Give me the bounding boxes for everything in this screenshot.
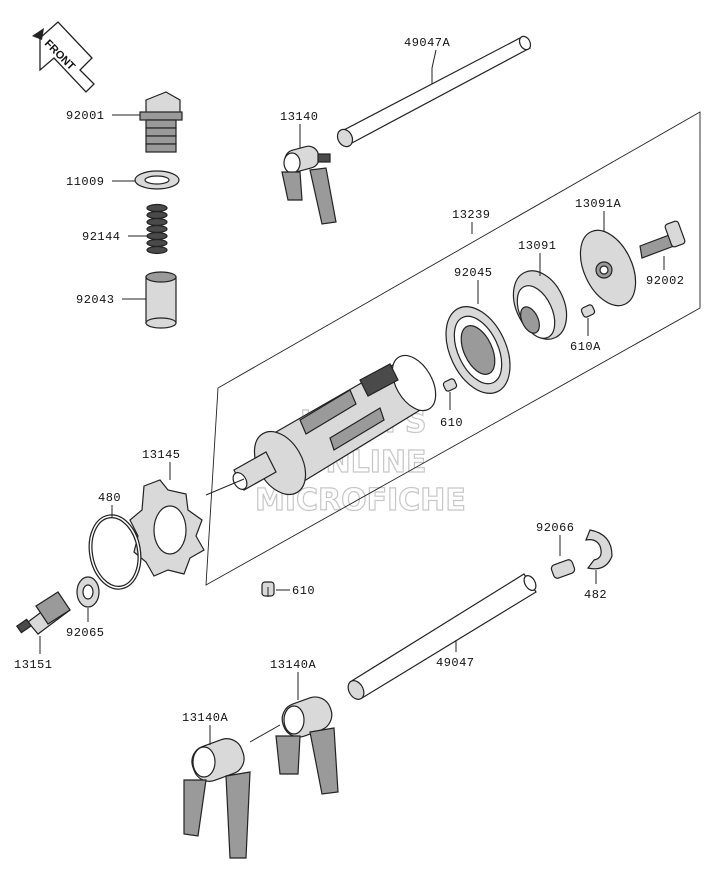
part-92066-collar (550, 559, 576, 579)
part-482-e-clip (585, 529, 613, 570)
part-92001-plug-bolt (139, 91, 183, 153)
label-49047: 49047 (436, 656, 475, 670)
label-92043: 92043 (76, 293, 115, 307)
label-92002: 92002 (646, 274, 685, 288)
label-13140A-lower: 13140A (182, 711, 229, 725)
label-92144: 92144 (82, 230, 121, 244)
part-610A-pin (580, 304, 596, 318)
label-480: 480 (98, 491, 121, 505)
part-13145-star-plate (129, 479, 205, 577)
part-13140A-lower-shift-fork (183, 738, 251, 859)
label-13140A-upper: 13140A (270, 658, 317, 672)
label-92045: 92045 (454, 266, 493, 280)
label-482: 482 (584, 588, 607, 602)
label-13151: 13151 (14, 658, 53, 672)
label-13091: 13091 (518, 239, 557, 253)
part-92002-bolt (639, 220, 686, 259)
label-13145: 13145 (142, 448, 181, 462)
part-480-circlip (88, 514, 142, 590)
label-11009: 11009 (66, 175, 105, 189)
label-13091A: 13091A (575, 197, 622, 211)
part-13151-neutral-switch (15, 591, 71, 635)
part-92045-bearing (445, 306, 511, 394)
part-13091-cam (512, 270, 568, 340)
drum-assembly-outline (205, 111, 701, 586)
part-13091A-plate (579, 229, 637, 307)
label-610A: 610A (570, 340, 601, 354)
part-49047A-shaft (336, 35, 532, 148)
label-92066: 92066 (536, 521, 575, 535)
label-13239: 13239 (452, 208, 491, 222)
part-labels: 49047A 13140 92001 11009 92144 92043 132… (14, 36, 685, 725)
part-49047-shaft (347, 573, 537, 700)
part-610-upper-pin (442, 378, 458, 392)
leader-lines (39, 49, 665, 745)
part-13239-shift-drum (232, 354, 437, 496)
part-92065-washer (76, 576, 100, 608)
part-13140-shift-fork (281, 145, 337, 225)
label-92065: 92065 (66, 626, 105, 640)
label-92001: 92001 (66, 109, 105, 123)
part-11009-gasket (134, 170, 180, 190)
label-49047A: 49047A (404, 36, 451, 50)
part-92043-pin (145, 271, 177, 329)
label-610-upper: 610 (440, 416, 463, 430)
label-610-lower: 610 (292, 584, 315, 598)
front-arrow-icon: FRONT (32, 21, 95, 93)
label-13140: 13140 (280, 110, 319, 124)
part-92144-spring (146, 203, 168, 255)
part-13140A-upper-shift-fork (275, 696, 339, 795)
